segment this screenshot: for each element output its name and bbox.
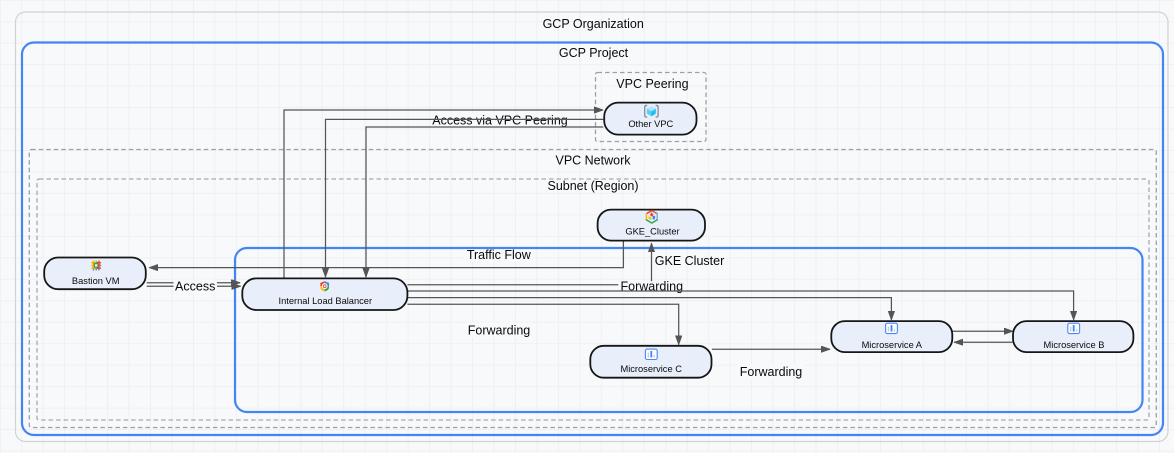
svg-text:Bastion VM: Bastion VM (72, 276, 120, 286)
svg-text:Forwarding: Forwarding (468, 323, 531, 337)
svg-text:Subnet (Region): Subnet (Region) (547, 179, 638, 193)
svg-text:VPC Network: VPC Network (555, 154, 631, 168)
svg-text:GKE_Cluster: GKE_Cluster (625, 227, 679, 237)
svg-text:Traffic Flow: Traffic Flow (467, 248, 532, 262)
svg-text:Access: Access (175, 279, 215, 293)
svg-text:GCP Project: GCP Project (559, 46, 629, 60)
svg-text:Access via VPC Peering: Access via VPC Peering (432, 113, 568, 127)
svg-text:Microservice B: Microservice B (1044, 340, 1105, 350)
svg-text:GKE Cluster: GKE Cluster (655, 254, 724, 268)
svg-text:Other VPC: Other VPC (628, 119, 673, 129)
svg-text:Internal Load Balancer: Internal Load Balancer (279, 296, 373, 306)
svg-text:Microservice A: Microservice A (862, 340, 923, 350)
svg-text:GCP Organization: GCP Organization (543, 17, 644, 31)
svg-text:Forwarding: Forwarding (621, 279, 684, 293)
svg-text:VPC Peering: VPC Peering (616, 77, 688, 91)
svg-text:Forwarding: Forwarding (740, 365, 803, 379)
svg-text:Microservice C: Microservice C (620, 364, 682, 374)
